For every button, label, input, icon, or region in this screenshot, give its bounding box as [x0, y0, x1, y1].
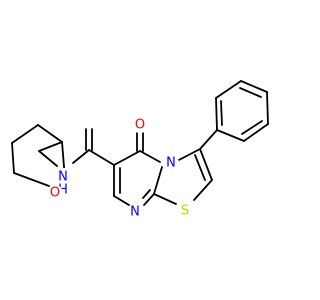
bond-thiazole-c2-s [193, 179, 213, 201]
sulfur-text: S [181, 204, 189, 219]
atom-labels: O N H N N S O [47, 117, 193, 220]
bridge-nitrogen-label: N [163, 155, 179, 171]
bridge-n-text: N [166, 156, 176, 171]
bond-c6-amide-c [88, 149, 115, 166]
bond-thf-o-c5 [13, 172, 50, 187]
ring-nitrogen-label: N [127, 204, 143, 220]
bond-phenyl-inner-1 [239, 87, 262, 98]
bond-thf-c4-c3 [11, 124, 39, 144]
bond-phenyl-4 [216, 129, 245, 142]
bond-phenyl-1 [240, 80, 268, 93]
amide-h-text: H [58, 183, 68, 198]
thf-oxygen-text: O [50, 186, 60, 201]
bond-pyr-n4-c5 [139, 150, 161, 163]
bond-pyr-n8-c8a [143, 193, 155, 206]
bond-n-ch2 [38, 150, 58, 167]
bond-pyr-c5-c6 [113, 150, 141, 166]
bond-phenyl-2 [266, 91, 269, 125]
bond-phenyl-inner-3 [220, 100, 223, 126]
amide-n-text: N [58, 170, 68, 185]
bond-pyr-c7-n8 [113, 195, 130, 206]
bond-amide-c-n [72, 149, 90, 164]
carbonyl-oxygen-text: O [135, 118, 145, 133]
bond-pyr-n8-c8a-double [142, 189, 151, 199]
bond-phenyl-inner-2 [241, 120, 263, 135]
bond-thiazole-c3-c2-double [194, 154, 206, 181]
bond-phenyl-3 [243, 123, 269, 142]
bond-phenyl-5 [215, 97, 218, 131]
bond-thf-c3-c2 [37, 124, 63, 143]
bond-phenyl-thiazole [199, 129, 218, 150]
bond-thiazole-c3-c2 [199, 148, 213, 181]
carbonyl-oxygen-label: O [132, 117, 148, 133]
bond-phenyl-6 [215, 80, 242, 99]
bond-ch2-thf [38, 141, 63, 152]
molecule-structure: O N H N N S O [11, 80, 269, 220]
bond-thiazole-c8a-n4 [153, 166, 163, 195]
thf-oxygen-label: O [47, 185, 63, 201]
ring-n-text: N [130, 205, 140, 220]
bond-thf-c5-c4 [11, 142, 15, 174]
sulfur-label: S [177, 203, 193, 219]
bond-thiazole-s-c8a [153, 193, 177, 205]
bonds [11, 80, 269, 206]
bond-thiazole-n4-c3 [176, 148, 201, 162]
